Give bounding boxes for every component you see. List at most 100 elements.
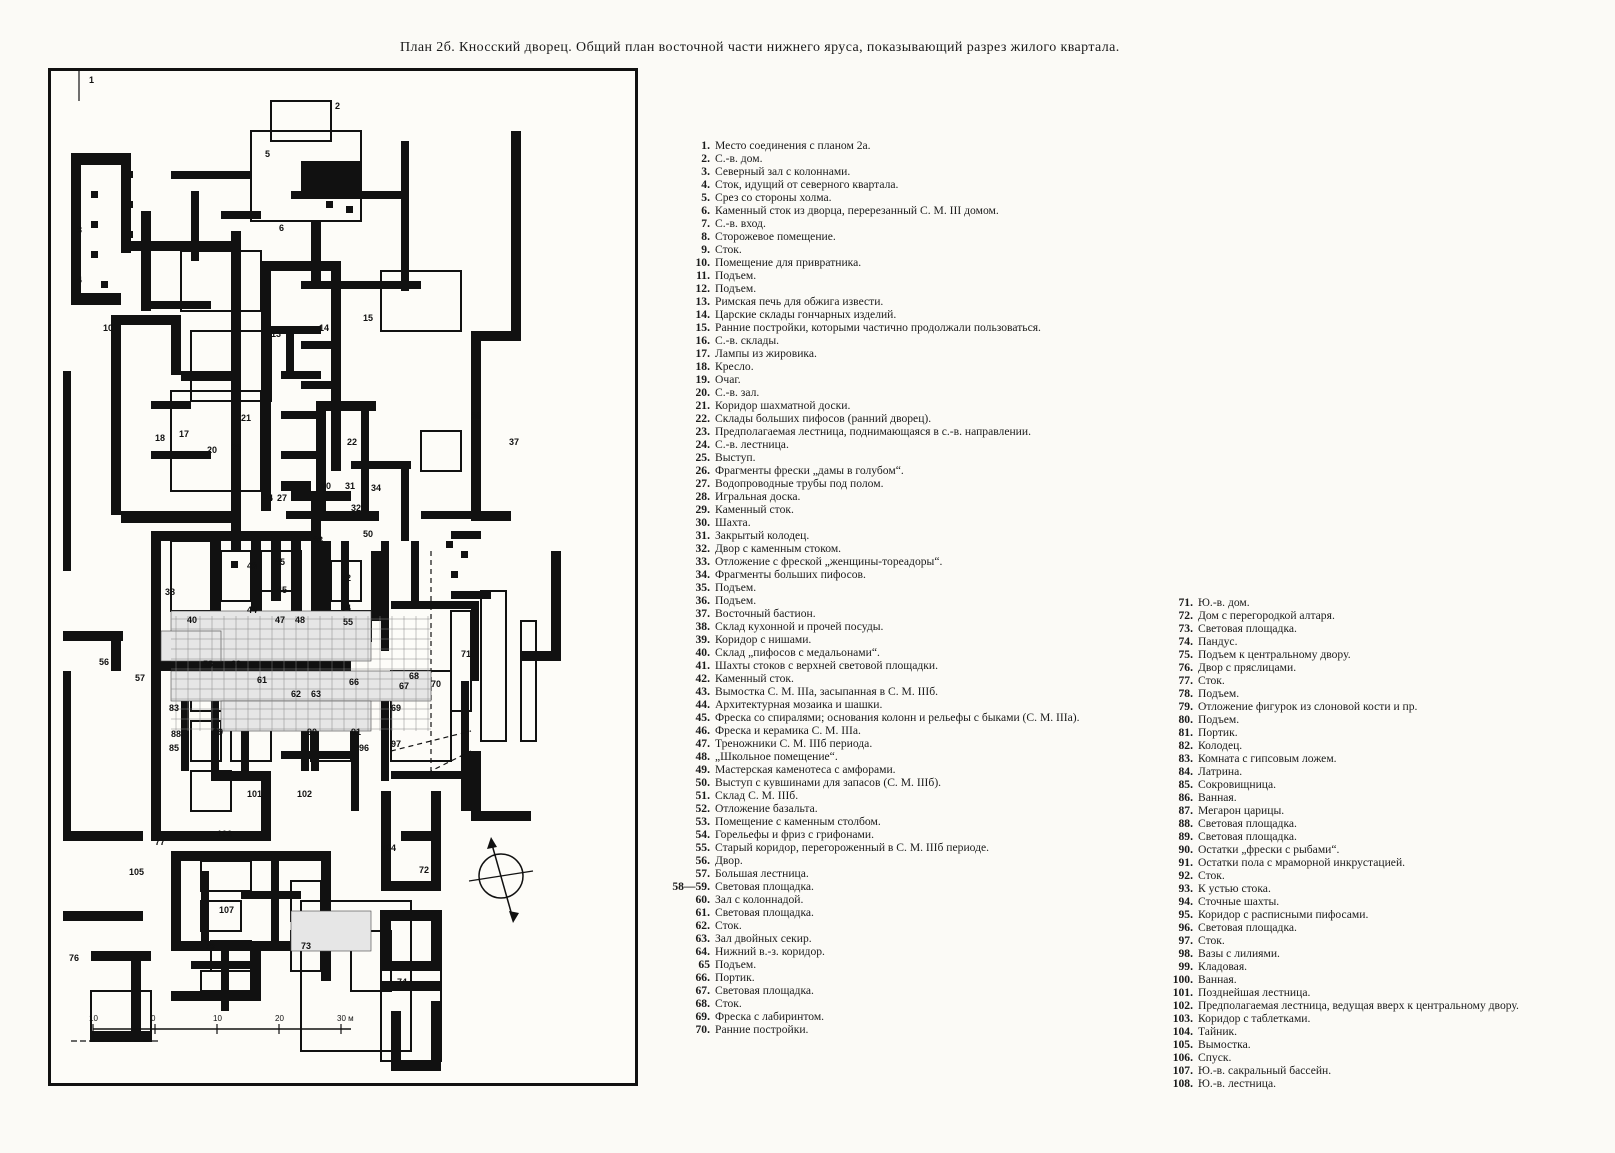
legend-item: 83.Комната с гипсовым ложем. [1145, 752, 1595, 765]
plan-room-outline [200, 900, 242, 932]
plan-pier [91, 191, 98, 198]
legend-text: Световая площадка. [715, 984, 814, 997]
legend-text: Световая площадка. [1198, 622, 1297, 635]
plan-room-number: 38 [165, 587, 175, 597]
legend-number: 3. [701, 165, 710, 178]
legend-number: 79. [1178, 700, 1194, 713]
legend-number: 48. [695, 750, 711, 763]
plan-room-number: 45 [275, 557, 285, 567]
plan-room-number: 44 [247, 605, 257, 615]
plan-wall [311, 221, 321, 281]
legend-text: Кресло. [715, 360, 754, 373]
legend-text: Сток. [715, 243, 742, 256]
legend-number: 56. [695, 854, 711, 867]
legend-number: 105. [1172, 1038, 1193, 1051]
plan-room-number: 34 [371, 483, 381, 493]
legend-text: Склад С. М. IIIб. [715, 789, 799, 802]
plan-pier [346, 206, 353, 213]
legend-text: Сток. [715, 997, 742, 1010]
legend-text: Световая площадка. [1198, 817, 1297, 830]
legend-item: 69.Фреска с лабиринтом. [660, 1010, 1090, 1023]
plan-wall [211, 541, 221, 661]
plan-room-number: 97 [391, 739, 401, 749]
legend-text: Сток. [715, 919, 742, 932]
legend-number: 89. [1178, 830, 1194, 843]
legend-text: „Школьное помещение“. [715, 750, 838, 763]
plan-room-number: 21 [241, 413, 251, 423]
plan-wall [331, 261, 341, 471]
legend-number: 84. [1178, 765, 1194, 778]
plan-wall [71, 293, 121, 305]
legend-text: Помещение для привратника. [715, 256, 862, 269]
plan-wall [391, 771, 471, 779]
legend-item: 105.Вымостка. [1145, 1038, 1595, 1051]
plan-room-outline [190, 770, 232, 812]
plan-wall [421, 511, 491, 519]
legend-text: С.-в. склады. [715, 334, 780, 347]
plan-paved-area [170, 670, 432, 702]
legend-item: 53.Помещение с каменным столбом. [660, 815, 1090, 828]
plan-wall [281, 411, 321, 419]
legend-item: 71.Ю.-в. дом. [1145, 596, 1595, 609]
legend-number: 21. [695, 399, 711, 412]
plan-wall [211, 771, 271, 781]
plan-wall [411, 541, 419, 601]
legend-number: 33. [695, 555, 711, 568]
legend-text: Фрагменты больших пифосов. [715, 568, 866, 581]
plan-wall [431, 1001, 441, 1071]
legend-item: 49.Мастерская каменотеса с амфорами. [660, 763, 1090, 776]
legend-item: 2.С.-в. дом. [660, 152, 1090, 165]
plan-room-number: 105 [129, 867, 144, 877]
plan-wall [301, 381, 341, 389]
plan-wall [131, 241, 231, 251]
plan-room-outline [380, 270, 462, 332]
legend-text: Коридор с расписными пифосами. [1198, 908, 1369, 921]
plan-wall [401, 141, 409, 291]
legend-item: 26.Фрагменты фрески „дамы в голубом“. [660, 464, 1090, 477]
legend-text: Отложение фигурок из слоновой кости и пр… [1198, 700, 1418, 713]
plan-wall [316, 401, 376, 411]
legend-item: 42. Каменный сток. [660, 672, 1090, 685]
legend-item: 78.Подъем. [1145, 687, 1595, 700]
plan-room-number: 52 [341, 573, 351, 583]
legend-number: 20. [695, 386, 711, 399]
legend-item: 108.Ю.-в. лестница. [1145, 1077, 1595, 1090]
legend-number: 67. [695, 984, 711, 997]
plan-room-number: 27 [277, 493, 287, 503]
legend-text: Сток. [1198, 869, 1225, 882]
plan-room-number: 61 [257, 675, 267, 685]
legend-number: 22. [695, 412, 711, 425]
legend-item: 51.Склад С. М. IIIб. [660, 789, 1090, 802]
plan-wall [171, 991, 261, 1001]
legend-number: 70. [695, 1023, 711, 1036]
plan-room-number: 76 [69, 953, 79, 963]
plan-room-number: 10 [103, 323, 113, 333]
legend-text: Подъем. [715, 269, 757, 282]
legend-text: Треножники С. М. IIIб периода. [715, 737, 873, 750]
legend-text: Мегарон царицы. [1198, 804, 1285, 817]
plan-wall [111, 315, 181, 325]
legend-number: 55. [695, 841, 711, 854]
legend-item: 100.Ванная. [1145, 973, 1595, 986]
legend-number: 18. [695, 360, 711, 373]
plan-wall [451, 531, 481, 539]
legend-number: 54. [695, 828, 711, 841]
legend-item: 79. Отложение фигурок из слоновой кости и… [1145, 700, 1595, 713]
legend-text: Коридор с таблетками. [1198, 1012, 1311, 1025]
plan-room-number: 63 [311, 689, 321, 699]
legend-text: Сток. [1198, 674, 1225, 687]
plan-wall [401, 461, 409, 541]
legend-number: 42. [695, 672, 711, 685]
legend-text: Выступ. [715, 451, 756, 464]
legend-item: 28.Игральная доска. [660, 490, 1090, 503]
legend-text: Каменный сток. [715, 672, 794, 685]
legend-text: Помещение с каменным столбом. [715, 815, 881, 828]
plan-room-number: 68 [409, 671, 419, 681]
legend-item: 107.Ю.-в. сакральный бассейн. [1145, 1064, 1595, 1077]
legend-text: С.-в. лестница. [715, 438, 789, 451]
plan-wall [381, 911, 391, 971]
legend-number: 19. [695, 373, 711, 386]
plan-paved-area [290, 910, 372, 952]
plan-room-number: 74 [397, 977, 407, 987]
plan-pier [451, 571, 458, 578]
